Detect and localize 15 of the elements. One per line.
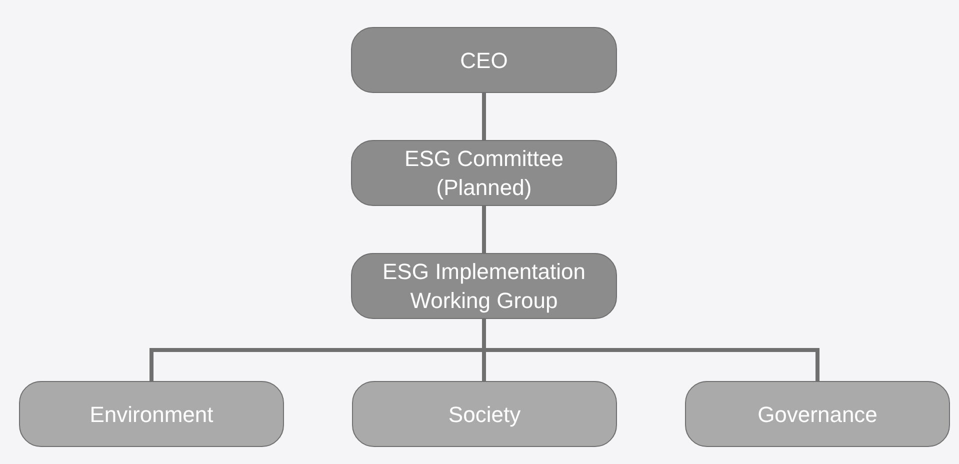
box-label: Society [448,400,521,428]
box-label: CEO [460,46,508,74]
rounded-box [351,253,617,319]
connector-line [482,319,820,381]
connector-line [482,206,486,253]
box-label: Environment [90,400,214,428]
rounded-box [351,27,617,93]
box-label: ESG Committee (Planned) [404,145,564,202]
box-label: Governance [758,400,878,428]
box-label: ESG Implementation Working Group [382,258,586,315]
rounded-box [352,381,617,447]
rounded-box [351,140,617,206]
rounded-box [685,381,950,447]
rounded-box [19,381,284,447]
connector-line [482,93,486,140]
